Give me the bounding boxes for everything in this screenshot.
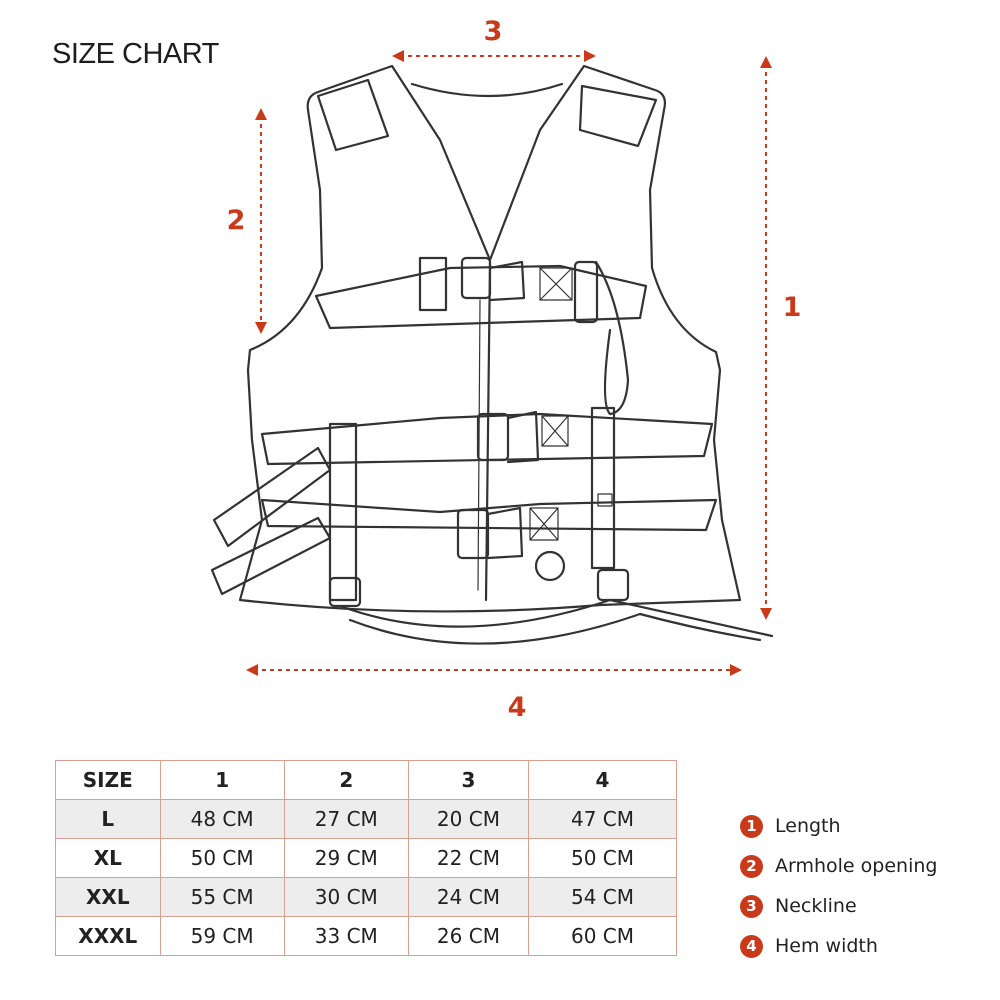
table-cell: 29 CM <box>283 838 409 878</box>
table-header-cell: SIZE <box>55 760 161 800</box>
table-cell: 20 CM <box>407 799 530 839</box>
legend-number-badge: 1 <box>740 814 763 838</box>
table-row: XL 50 CM 29 CM 22 CM 50 CM <box>55 838 677 878</box>
dimension-label-hem: 4 <box>507 692 527 723</box>
life-vest-illustration <box>210 50 774 676</box>
legend-number-badge: 4 <box>740 934 763 958</box>
table-row: L 48 CM 27 CM 20 CM 47 CM <box>55 799 677 839</box>
table-row: XXXL 59 CM 33 CM 26 CM 60 CM <box>55 916 677 956</box>
legend-number-badge: 2 <box>740 854 763 878</box>
table-cell: 33 CM <box>283 916 409 956</box>
dimension-label-neckline: 3 <box>483 16 503 47</box>
table-header-cell: 4 <box>528 760 677 800</box>
table-cell: 59 CM <box>159 916 285 956</box>
page-title: SIZE CHART <box>52 38 219 70</box>
table-cell: XXXL <box>55 916 161 956</box>
table-cell: 26 CM <box>407 916 530 956</box>
legend-label: Length <box>775 815 841 837</box>
legend-item-armhole: 2 Armhole opening <box>740 846 937 886</box>
legend-label: Armhole opening <box>775 855 938 877</box>
table-cell: L <box>55 799 161 839</box>
dimension-label-armhole: 2 <box>226 205 246 236</box>
dimension-label-length: 1 <box>782 292 802 323</box>
table-cell: 22 CM <box>407 838 530 878</box>
table-cell: 50 CM <box>528 838 677 878</box>
legend: 1 Length 2 Armhole opening 3 Neckline 4 … <box>740 806 937 966</box>
legend-item-hem: 4 Hem width <box>740 926 937 966</box>
table-row: XXL 55 CM 30 CM 24 CM 54 CM <box>55 877 677 917</box>
table-cell: 55 CM <box>159 877 285 917</box>
legend-number-badge: 3 <box>740 894 763 918</box>
table-cell: 24 CM <box>407 877 530 917</box>
table-cell: 30 CM <box>283 877 409 917</box>
legend-item-length: 1 Length <box>740 806 937 846</box>
table-header-cell: 2 <box>283 760 409 800</box>
table-cell: 60 CM <box>528 916 677 956</box>
table-cell: 50 CM <box>159 838 285 878</box>
table-cell: XXL <box>55 877 161 917</box>
table-cell: 48 CM <box>159 799 285 839</box>
legend-item-neckline: 3 Neckline <box>740 886 937 926</box>
table-cell: XL <box>55 838 161 878</box>
table-cell: 47 CM <box>528 799 677 839</box>
table-cell: 54 CM <box>528 877 677 917</box>
table-cell: 27 CM <box>283 799 409 839</box>
legend-label: Neckline <box>775 895 857 917</box>
size-table: SIZE 1 2 3 4 L 48 CM 27 CM 20 CM 47 CM X… <box>55 760 677 956</box>
table-header-row: SIZE 1 2 3 4 <box>55 760 677 800</box>
table-header-cell: 3 <box>407 760 530 800</box>
table-header-cell: 1 <box>159 760 285 800</box>
legend-label: Hem width <box>775 935 878 957</box>
